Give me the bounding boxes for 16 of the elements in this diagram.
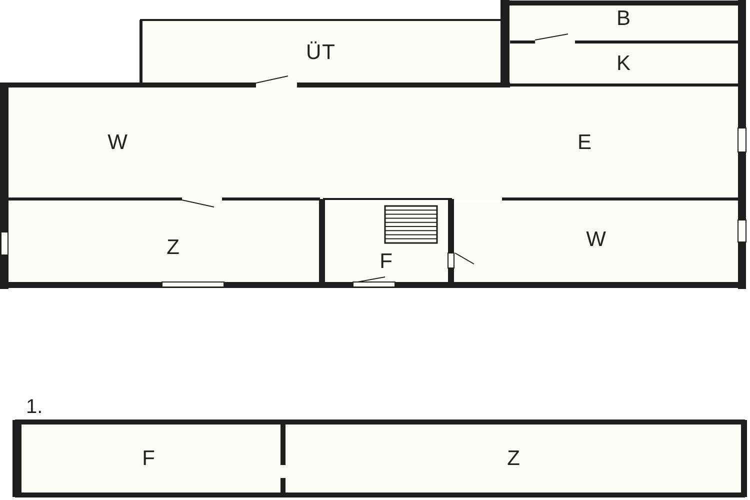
room-label: B — [616, 7, 632, 31]
room-label: Z — [166, 236, 180, 260]
room — [140, 20, 502, 86]
room-label: Z — [507, 446, 521, 470]
room — [455, 201, 738, 282]
room — [8, 85, 308, 200]
room-label: ÜT — [306, 41, 336, 65]
floor-label: 1. — [26, 396, 43, 419]
room-label: E — [577, 130, 592, 154]
room-label: W — [108, 130, 128, 154]
room-label: F — [380, 250, 394, 274]
room-label: K — [616, 52, 632, 76]
room-label: F — [142, 446, 156, 470]
room — [8, 201, 319, 282]
room — [326, 201, 447, 282]
room-label: W — [586, 228, 607, 252]
